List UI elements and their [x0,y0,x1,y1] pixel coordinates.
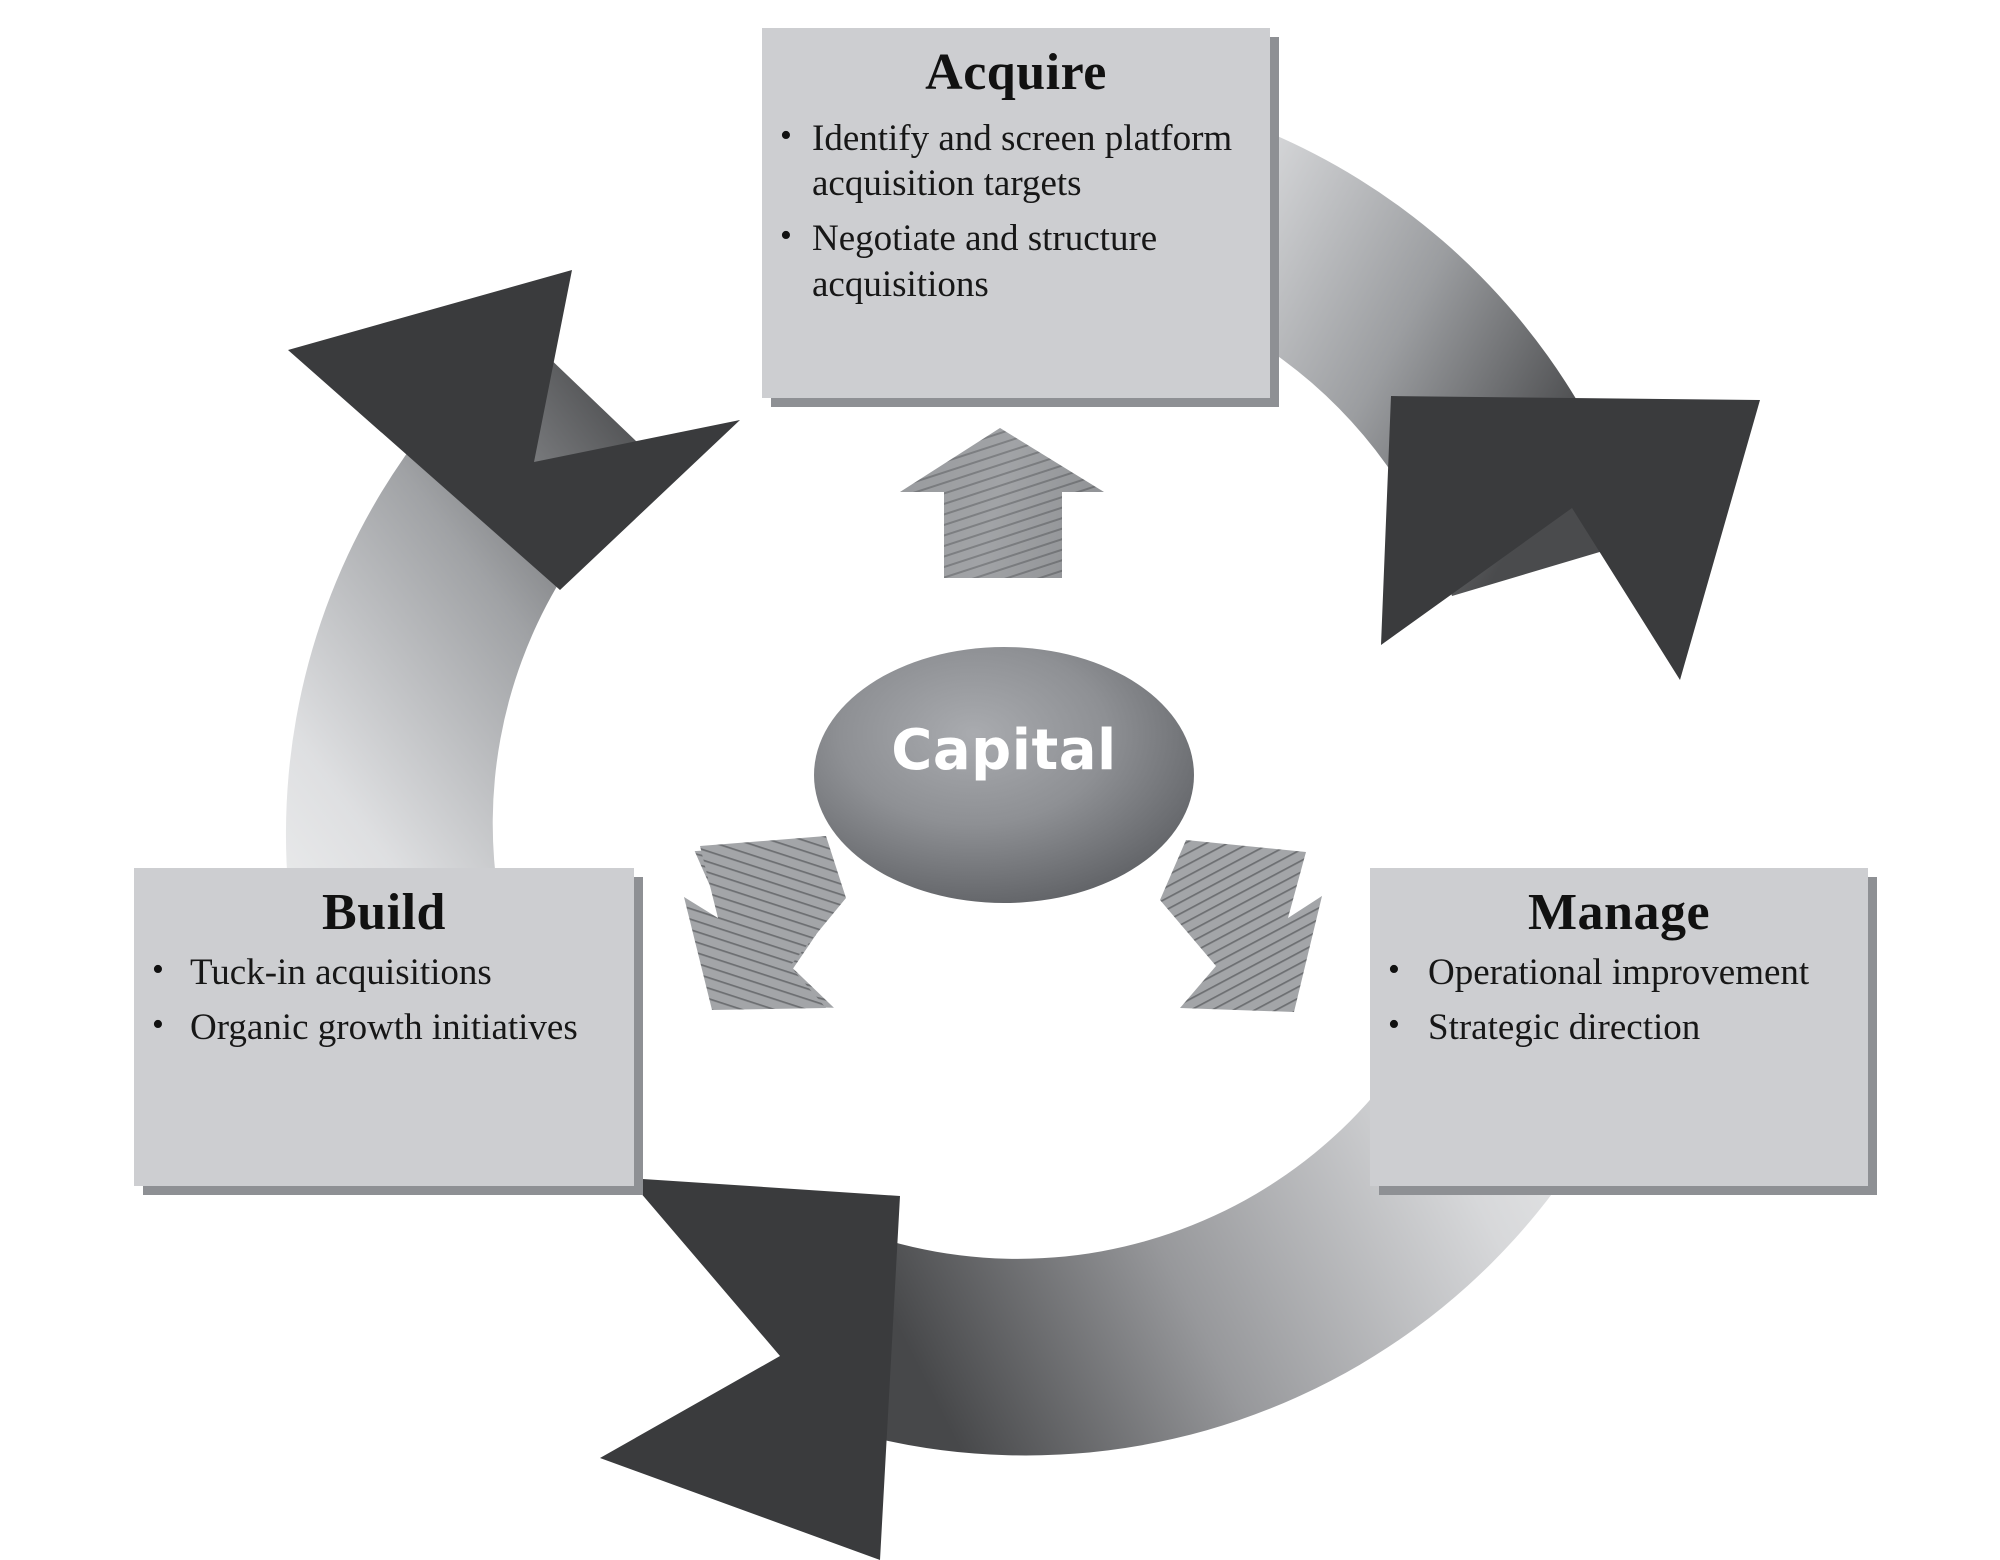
phase-box-build[interactable]: Build Tuck-in acquisitions Organic growt… [134,868,634,1186]
phase-bullet: Negotiate and structure acquisitions [776,215,1256,306]
phase-bullets-manage: Operational improvement Strategic direct… [1384,949,1854,1050]
hub-arrow-to-build [684,836,846,1010]
hub-arrow-to-acquire [900,428,1104,578]
hub-arrow-to-manage [1160,840,1322,1012]
phase-bullet: Operational improvement [1384,949,1854,995]
phase-box-manage[interactable]: Manage Operational improvement Strategic… [1370,868,1868,1186]
phase-title-build: Build [322,884,446,941]
phase-bullet: Organic growth initiatives [148,1004,620,1050]
phase-bullet: Tuck-in acquisitions [148,949,620,995]
phase-bullets-build: Tuck-in acquisitions Organic growth init… [148,949,620,1050]
capital-hub-ellipse [814,647,1194,903]
phase-title-manage: Manage [1527,884,1711,941]
phase-title-acquire: Acquire [925,44,1107,101]
phase-bullets-acquire: Identify and screen platform acquisition… [776,115,1256,307]
phase-box-acquire[interactable]: Acquire Identify and screen platform acq… [762,28,1270,398]
phase-bullet: Identify and screen platform acquisition… [776,115,1256,206]
phase-bullet: Strategic direction [1384,1004,1854,1050]
